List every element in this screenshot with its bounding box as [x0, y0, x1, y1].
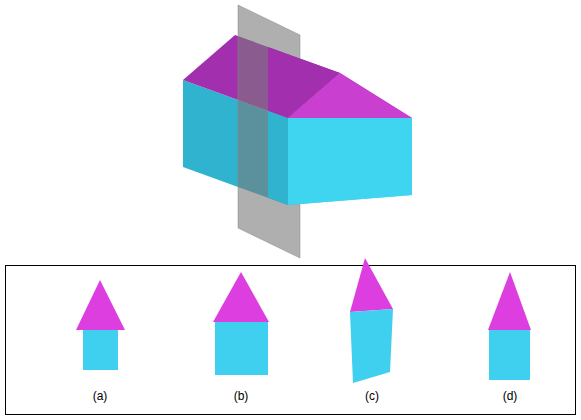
section-wall	[215, 322, 268, 375]
house-prism	[183, 35, 412, 205]
option-label: (a)	[93, 389, 108, 403]
front-roof	[288, 73, 412, 118]
section-roof	[213, 272, 269, 322]
section-wall	[350, 309, 393, 383]
section-wall	[83, 330, 118, 370]
option-b	[213, 272, 269, 375]
front-wall	[288, 118, 412, 205]
option-label: (d)	[503, 389, 518, 403]
section-roof	[350, 258, 393, 312]
option-a	[76, 280, 125, 370]
option-d	[488, 272, 531, 380]
options-frame	[6, 266, 576, 415]
section-roof	[488, 272, 531, 330]
house-front-part	[268, 35, 412, 205]
option-label: (b)	[234, 389, 249, 403]
front-wall	[288, 118, 412, 205]
section-wall	[489, 330, 530, 380]
section-roof	[76, 280, 125, 330]
option-c	[350, 258, 393, 383]
option-label: (c)	[365, 389, 379, 403]
